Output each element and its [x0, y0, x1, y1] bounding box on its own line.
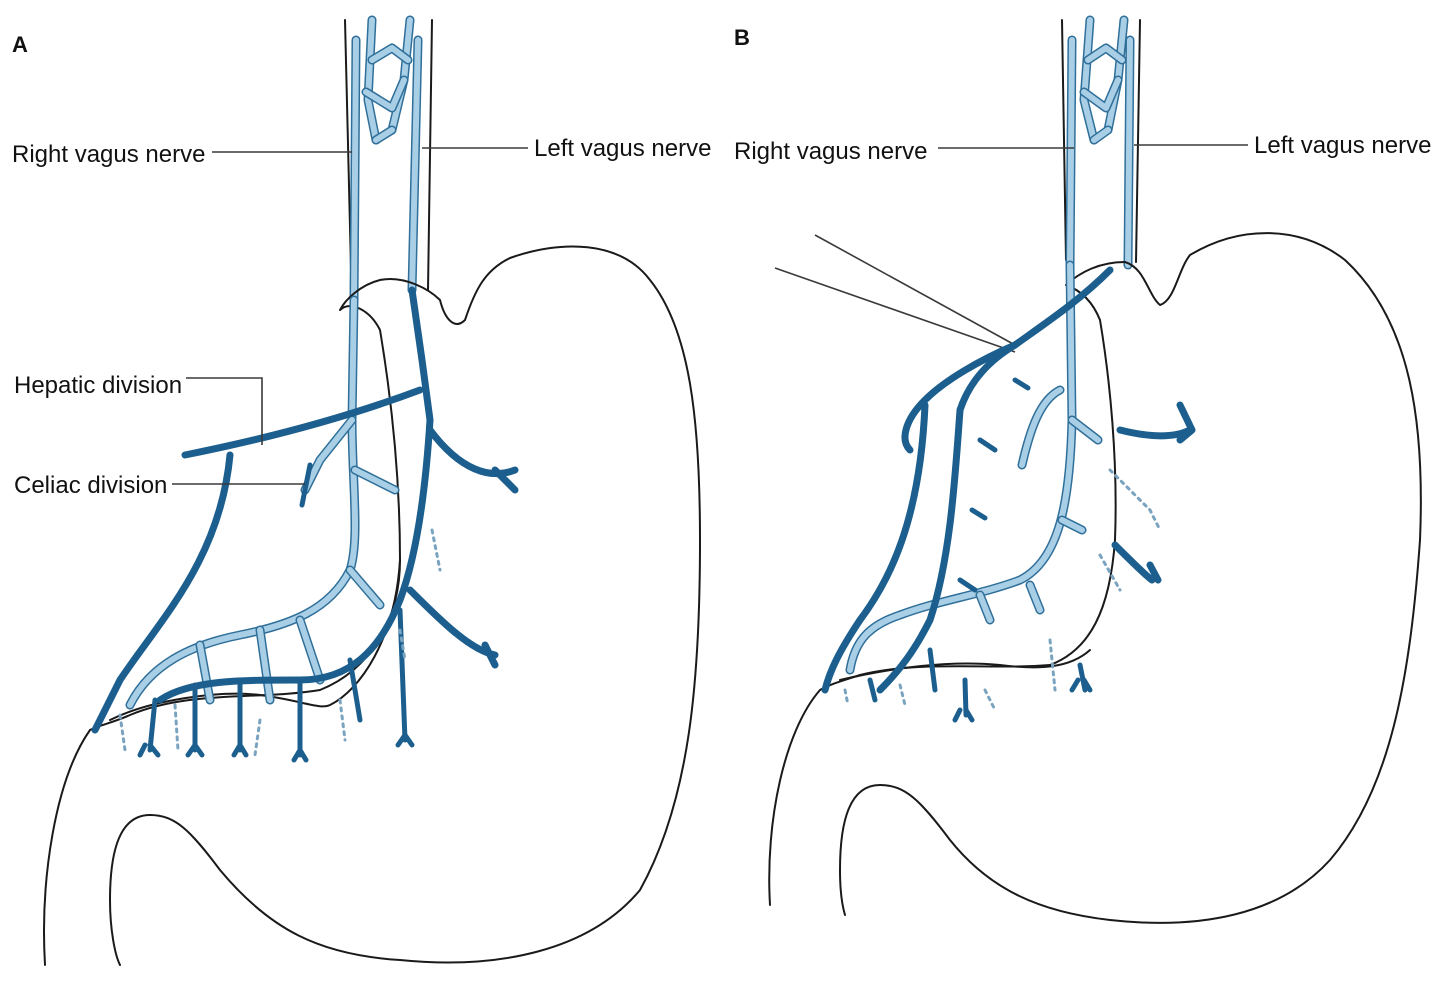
panel-b-light-nerve [845, 260, 1103, 675]
panel-a-dark-nerve [91, 286, 519, 763]
panel-b-lesser-curvature [839, 649, 1091, 681]
panel-b-esophagus [1061, 15, 1141, 270]
panel-b-letter: B [734, 25, 750, 50]
panel-b-retractor [774, 234, 1016, 353]
panel-a-right-vagus-label: Right vagus nerve [12, 141, 205, 168]
panel-a-letter: A [12, 32, 28, 57]
panel-b-right-vagus-label: Right vagus nerve [734, 138, 927, 165]
panel-b-dark-nerve [821, 266, 1196, 723]
panel-a-celiac-label: Celiac division [14, 472, 167, 499]
panel-b-stomach-outline [768, 232, 1422, 924]
panel-a-dotted-nerves [118, 528, 442, 757]
panel-a: A [12, 15, 711, 966]
panel-b-left-vagus-label: Left vagus nerve [1254, 132, 1431, 159]
panel-a-esophagus [344, 15, 433, 311]
panel-a-stomach-outline [43, 245, 701, 966]
panel-b-labels: Right vagus nerve Left vagus nerve [734, 132, 1431, 165]
panel-b: B [734, 15, 1431, 924]
panel-a-lesser-curvature [109, 559, 401, 721]
panel-a-labels: Right vagus nerve Left vagus nerve Hepat… [12, 135, 711, 499]
panel-a-light-nerve [125, 295, 400, 710]
panel-a-left-vagus-label: Left vagus nerve [534, 135, 711, 162]
panel-b-dotted-nerves [843, 468, 1162, 712]
panel-a-hepatic-label: Hepatic division [14, 372, 182, 399]
